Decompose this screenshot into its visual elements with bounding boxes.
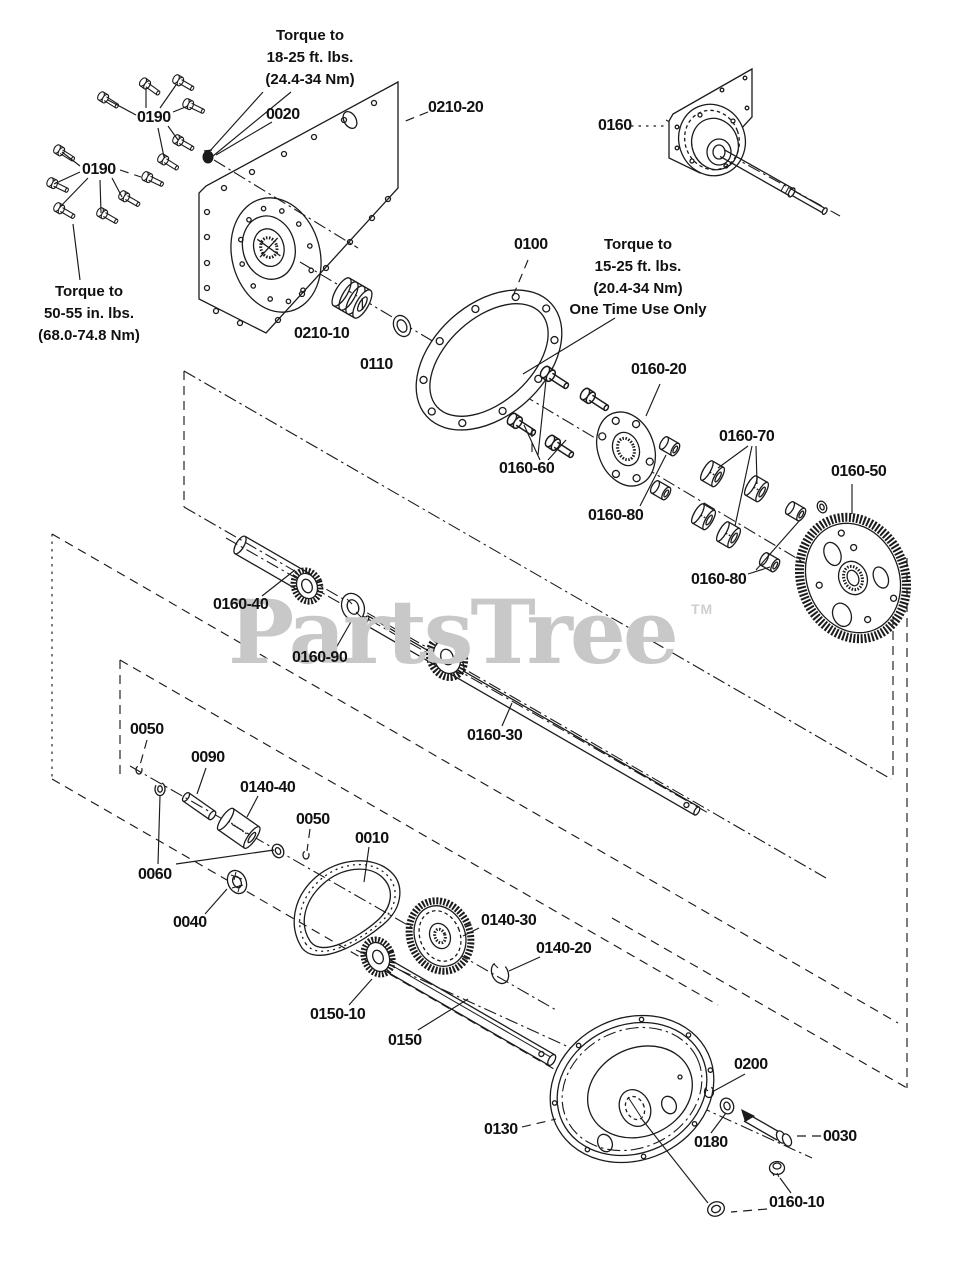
- part-callout-0160-10: 0160-10: [769, 1194, 825, 1211]
- part-callout-0160-20: 0160-20: [631, 361, 687, 378]
- part-callout-0160-80-a: 0160-80: [588, 507, 644, 524]
- part-shaft-0160-40: [233, 535, 324, 605]
- part-flange-0160-20: [596, 411, 656, 487]
- part-bushings-0160-80: [648, 434, 828, 574]
- part-callout-0100: 0100: [514, 236, 548, 253]
- part-callout-0040: 0040: [173, 914, 207, 931]
- torque-annotation-right: Torque to 15-25 ft. lbs. (20.4-34 Nm) On…: [569, 236, 707, 319]
- part-callout-0090: 0090: [191, 749, 225, 766]
- part-callout-0210-20: 0210-20: [428, 99, 484, 116]
- part-plugs-0160-10: [707, 1160, 786, 1217]
- part-callout-0160-90: 0160-90: [292, 649, 348, 666]
- part-washer-0180: [719, 1097, 735, 1115]
- part-pinions-0160-70: [688, 458, 772, 550]
- part-chain-0010: [293, 860, 401, 956]
- part-callout-0160-70: 0160-70: [719, 428, 775, 445]
- part-callout-0160: 0160: [598, 117, 632, 134]
- part-vent-0200: [703, 1085, 715, 1099]
- part-assembly-0160: [668, 67, 828, 215]
- part-washer-0060-a: [154, 781, 166, 797]
- torque-annotation-top: Torque to 18-25 ft. lbs. (24.4-34 Nm): [265, 27, 355, 88]
- part-bolt-0030: [741, 1109, 793, 1147]
- part-callout-0020: 0020: [266, 106, 300, 123]
- part-callout-0060: 0060: [138, 866, 172, 883]
- part-clip-0050-a: [135, 765, 143, 775]
- part-callout-0180: 0180: [694, 1134, 728, 1151]
- part-gear-0140-40: [216, 807, 261, 850]
- watermark-logo: PartsTree: [228, 580, 679, 684]
- leader-lines: [53, 84, 853, 1213]
- part-gasket-0100: [415, 289, 563, 431]
- part-bolt-0020: [202, 149, 214, 164]
- part-callout-0030: 0030: [823, 1128, 857, 1145]
- part-gear-0160-50: [794, 512, 912, 644]
- part-callout-0210-10: 0210-10: [294, 325, 350, 342]
- part-callout-0160-80-b: 0160-80: [691, 571, 747, 588]
- part-cover-0130: [549, 1014, 715, 1164]
- part-coupler-0210-10: [331, 277, 373, 319]
- part-callout-0140-30: 0140-30: [481, 912, 537, 929]
- part-shaft-0150: [360, 936, 557, 1067]
- part-callout-0050-a: 0050: [130, 721, 164, 738]
- part-callout-0110: 0110: [360, 356, 393, 373]
- part-sprocket-0140-30: [405, 897, 475, 975]
- part-callout-0140-40: 0140-40: [240, 779, 296, 796]
- torque-annotation-left: Torque to 50-55 in. lbs. (68.0-74.8 Nm): [38, 283, 140, 344]
- part-shaft-0160-30: [362, 615, 701, 816]
- part-callout-0200: 0200: [734, 1056, 768, 1073]
- part-callout-0190-b: 0190: [82, 161, 116, 178]
- trademark-symbol: TM: [691, 601, 714, 617]
- part-washer-0060-b: [271, 843, 285, 859]
- part-clip-0140-20: [490, 961, 510, 985]
- part-callout-0150-10: 0150-10: [310, 1006, 366, 1023]
- part-callout-0010: 0010: [355, 830, 389, 847]
- part-callout-0160-40: 0160-40: [213, 596, 269, 613]
- part-callout-0160-30: 0160-30: [467, 727, 523, 744]
- assembly-group-boxes: [51, 370, 908, 1107]
- part-washer-0040: [226, 869, 248, 895]
- part-callout-0050-b: 0050: [296, 811, 330, 828]
- part-callout-0140-20: 0140-20: [536, 940, 592, 957]
- part-washer-0160-90: [340, 592, 366, 622]
- part-callout-0160-50: 0160-50: [831, 463, 887, 480]
- part-ring-0110: [392, 314, 412, 338]
- part-plate-0210-20: [198, 80, 399, 334]
- part-pin-0090: [181, 792, 217, 821]
- part-callout-0130: 0130: [484, 1121, 518, 1138]
- part-callout-0190-a: 0190: [137, 109, 171, 126]
- part-callout-0160-60: 0160-60: [499, 460, 555, 477]
- part-bolts-0190: [44, 73, 207, 227]
- part-callout-0150: 0150: [388, 1032, 422, 1049]
- part-clip-0050-b: [302, 850, 310, 860]
